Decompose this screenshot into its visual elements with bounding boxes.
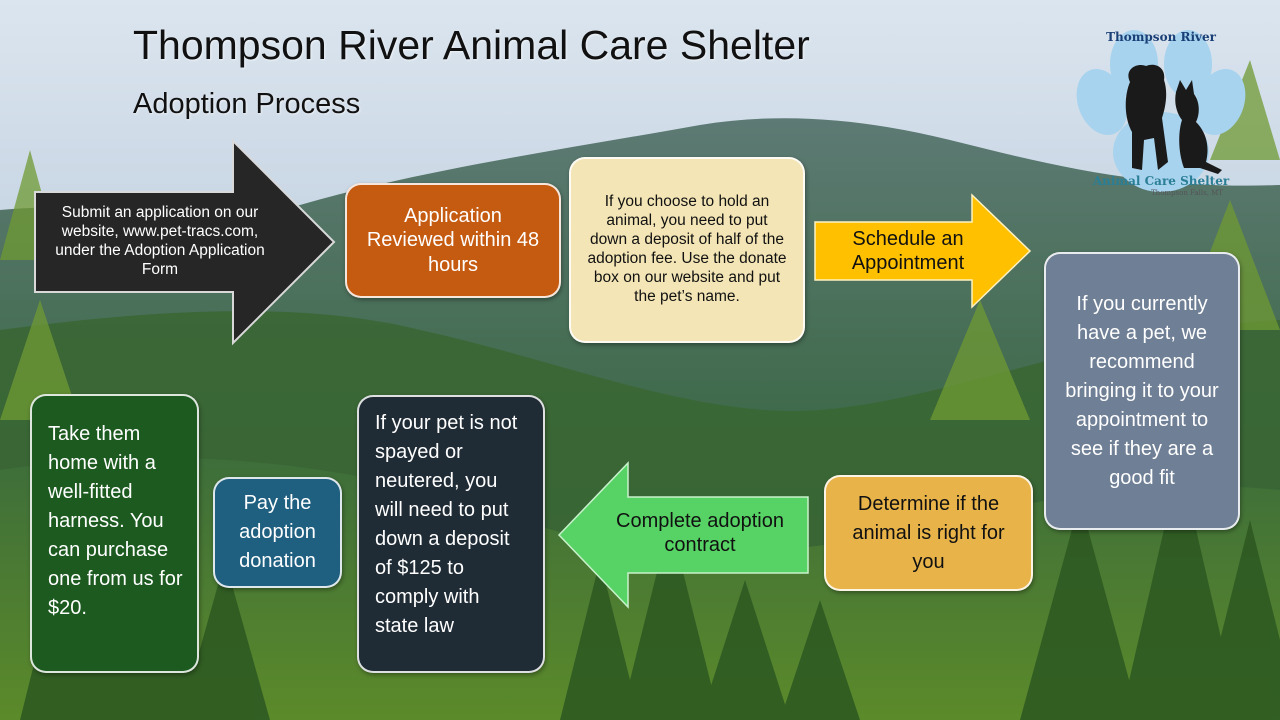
determine-fit-box: Determine if the animal is right for you <box>824 475 1033 591</box>
spay-neuter-deposit-text: If your pet is not spayed or neutered, y… <box>375 412 518 637</box>
paw-print-icon <box>1076 30 1246 192</box>
logo-location: Thompson Falls, MT <box>1151 189 1223 197</box>
application-reviewed-box: Application Reviewed within 48 hours <box>345 183 561 298</box>
complete-contract-arrow <box>557 461 809 609</box>
schedule-appointment-arrow <box>814 193 1032 309</box>
take-home-text: Take them home with a well-fitted harnes… <box>48 423 183 619</box>
submit-application-text: Submit an application on our website, ww… <box>55 204 265 278</box>
page-title: Thompson River Animal Care Shelter <box>133 22 810 68</box>
complete-contract-text: Complete adoption contract <box>616 509 784 556</box>
logo-top-text: Thompson River <box>1106 30 1216 44</box>
logo-name: Animal Care Shelter <box>1092 174 1230 188</box>
bring-pet-box: If you currently have a pet, we recommen… <box>1044 252 1240 530</box>
submit-application-arrow <box>34 138 336 346</box>
pay-donation-box: Pay the adoption donation <box>213 477 342 588</box>
schedule-appointment-text: Schedule an Appointment <box>851 227 965 274</box>
dog-silhouette-icon <box>1125 64 1168 170</box>
page-subtitle: Adoption Process <box>133 88 361 120</box>
take-home-box: Take them home with a well-fitted harnes… <box>30 394 199 673</box>
hold-deposit-text: If you choose to hold an animal, you nee… <box>587 193 787 305</box>
bring-pet-text: If you currently have a pet, we recommen… <box>1065 292 1219 489</box>
pay-donation-text: Pay the adoption donation <box>239 492 316 572</box>
spay-neuter-deposit-box: If your pet is not spayed or neutered, y… <box>357 395 545 673</box>
hold-deposit-box: If you choose to hold an animal, you nee… <box>569 157 805 343</box>
determine-fit-text: Determine if the animal is right for you <box>852 492 1005 573</box>
cat-silhouette-icon <box>1175 80 1222 174</box>
application-reviewed-text: Application Reviewed within 48 hours <box>366 204 540 276</box>
shelter-logo: Thompson River Animal Care Shelter Thomp… <box>1072 22 1250 202</box>
